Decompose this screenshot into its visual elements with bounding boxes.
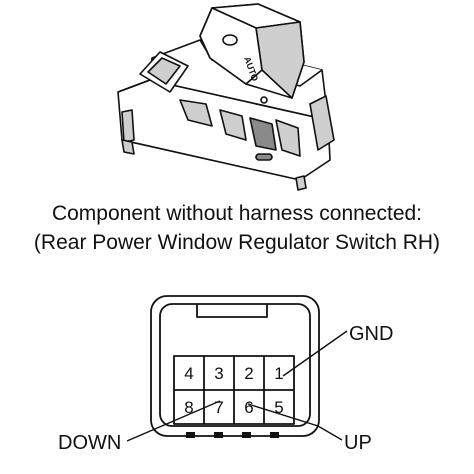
connector-housing-outer [150,295,320,437]
gnd-label: GND [349,323,393,345]
pin-number: 4 [184,364,193,383]
switch-illustration: AUTO [117,3,335,191]
pin-number: 1 [274,364,283,383]
caption-line-2: (Rear Power Window Regulator Switch RH) [33,231,441,254]
terminal-notch [214,432,223,438]
caption-line-1: Component without harness connected: [51,202,423,225]
down-label: DOWN [58,432,121,454]
up-label: UP [344,432,372,454]
terminal-notch [186,432,195,438]
pin-number: 3 [214,364,223,383]
gnd-leader-line [282,330,348,377]
pin-number: 7 [214,398,223,417]
connector-lock-tab [196,304,268,318]
up-leader-line [247,403,343,441]
terminal-notch [270,432,279,438]
pin-number: 8 [184,398,193,417]
terminal-notch [242,432,251,438]
pin-number: 5 [274,398,283,417]
switch-right-clip [309,95,335,151]
pin-number: 6 [244,398,253,417]
switch-connector-slot [255,153,273,161]
down-leader-line [126,400,221,442]
connector-housing-inner [159,303,311,427]
auto-indicator-icon [222,34,238,46]
pin-number: 2 [244,364,253,383]
